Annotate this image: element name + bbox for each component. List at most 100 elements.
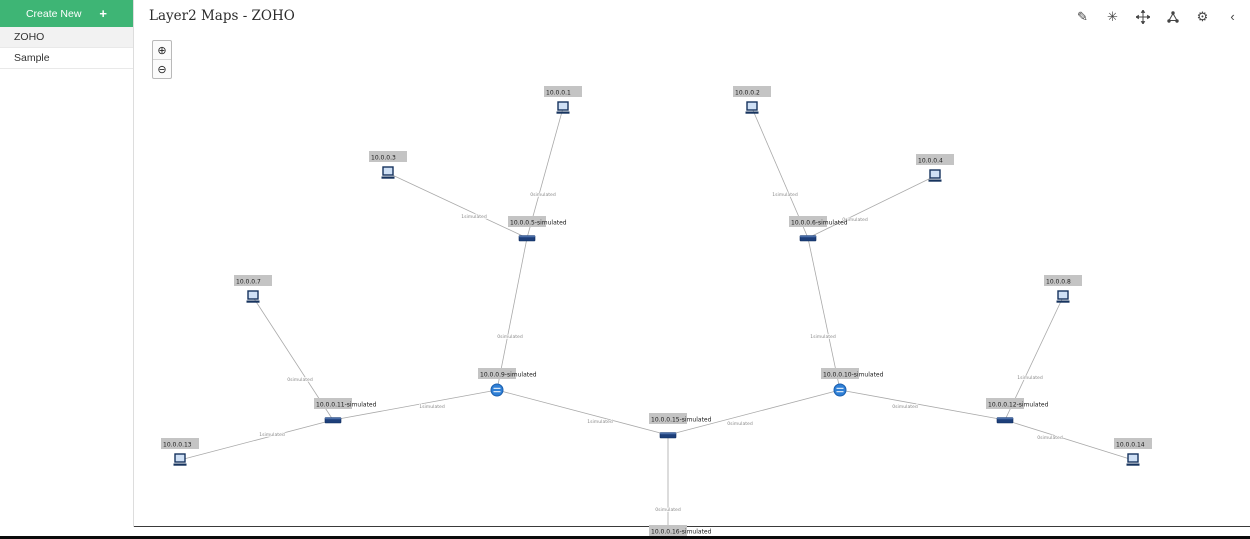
workstation-icon xyxy=(557,101,569,111)
gear-icon[interactable]: ⚙ xyxy=(1196,8,1209,24)
edge-label: 0simulated xyxy=(530,192,556,198)
sidebar-item-zoho[interactable]: ZOHO xyxy=(0,27,133,48)
toolbar: ✎ ✳ xyxy=(1075,8,1240,25)
workstation-icon xyxy=(382,166,394,176)
node-label-box xyxy=(369,151,407,162)
switch-icon-top xyxy=(997,417,1013,420)
topology-edge xyxy=(807,237,841,391)
node-label: 10.0.0.3 xyxy=(371,155,396,162)
edge-label: 0simulated xyxy=(842,217,868,223)
node-label-box xyxy=(649,525,687,536)
workstation-base xyxy=(1126,463,1140,466)
edge-label: 0simulated xyxy=(1037,435,1063,441)
create-new-button[interactable]: Create New + xyxy=(0,0,133,27)
node-label-box xyxy=(1114,438,1152,449)
node-label-box xyxy=(508,216,546,227)
node-label-box xyxy=(234,275,272,286)
topology-edge xyxy=(387,172,528,239)
router-icon xyxy=(490,383,504,397)
topology-node[interactable]: 10.0.0.13 xyxy=(161,438,199,466)
node-label: 10.0.0.11-simulated xyxy=(316,402,377,409)
workstation-base xyxy=(556,111,570,114)
edge-label: 1simulated xyxy=(259,432,285,438)
node-label: 10.0.0.9-simulated xyxy=(480,372,537,379)
topology-node[interactable]: 10.0.0.1 xyxy=(544,86,582,114)
topology-node[interactable]: 10.0.0.6-simulated xyxy=(789,216,848,242)
edge-label: 0simulated xyxy=(727,421,753,427)
node-label: 10.0.0.5-simulated xyxy=(510,220,567,227)
topology-node[interactable]: 10.0.0.11-simulated xyxy=(314,398,377,424)
edge-label: 0simulated xyxy=(287,377,313,383)
workstation-icon xyxy=(746,101,758,111)
topology-node[interactable]: 10.0.0.14 xyxy=(1114,438,1152,466)
workstation-icon xyxy=(174,453,186,463)
switch-icon-top xyxy=(660,432,676,435)
workstation-base xyxy=(1056,300,1070,303)
edge-label: 0simulated xyxy=(892,404,918,410)
topology-node[interactable]: 10.0.0.5-simulated xyxy=(508,216,567,242)
collapse-chevron-icon[interactable]: ‹ xyxy=(1230,9,1235,24)
topology-node[interactable]: 10.0.0.2 xyxy=(733,86,771,114)
workstation-base xyxy=(928,179,942,182)
topology-node[interactable]: 10.0.0.16-simulated xyxy=(649,525,712,539)
node-label-box xyxy=(649,413,687,424)
edge-label: 0simulated xyxy=(655,507,681,513)
node-label-box xyxy=(916,154,954,165)
workstation-base xyxy=(381,176,395,179)
topology-node[interactable]: 10.0.0.9-simulated xyxy=(478,368,537,397)
node-label: 10.0.0.10-simulated xyxy=(823,372,884,379)
workstation-base xyxy=(745,111,759,114)
edge-label: 1simulated xyxy=(1017,375,1043,381)
content-bottom-divider xyxy=(0,526,1250,527)
node-label-box xyxy=(733,86,771,97)
topology-node[interactable]: 10.0.0.12-simulated xyxy=(986,398,1049,424)
topology-node[interactable]: 10.0.0.7 xyxy=(234,275,272,303)
edge-label: 1simulated xyxy=(587,419,613,425)
topology-node[interactable]: 10.0.0.8 xyxy=(1044,275,1082,303)
node-label-box xyxy=(161,438,199,449)
topology-node[interactable]: 10.0.0.3 xyxy=(369,151,407,179)
node-label-box xyxy=(478,368,516,379)
sidebar-item-sample[interactable]: Sample xyxy=(0,48,133,69)
edit-icon[interactable]: ✎ xyxy=(1077,8,1088,24)
edge-label: 1simulated xyxy=(772,192,798,198)
pan-move-icon[interactable] xyxy=(1135,9,1150,24)
rediscover-network-icon[interactable] xyxy=(1165,9,1180,24)
create-new-label: Create New xyxy=(25,7,82,20)
switch-icon-top xyxy=(519,235,535,238)
node-label: 10.0.0.4 xyxy=(918,158,943,165)
node-label: 10.0.0.1 xyxy=(546,90,571,97)
node-label-box xyxy=(986,398,1024,409)
node-label-box xyxy=(314,398,352,409)
zoom-panel: ⊕ ⊖ xyxy=(152,40,172,79)
topology-node[interactable]: 10.0.0.4 xyxy=(916,154,954,182)
node-label: 10.0.0.7 xyxy=(236,279,261,286)
switch-icon-top xyxy=(325,417,341,420)
topology-node[interactable]: 10.0.0.15-simulated xyxy=(649,413,712,439)
router-icon xyxy=(833,383,847,397)
edge-label: 1simulated xyxy=(419,404,445,410)
topology-edge xyxy=(839,389,1006,421)
node-label: 10.0.0.16-simulated xyxy=(651,529,712,536)
topology-node[interactable]: 10.0.0.10-simulated xyxy=(821,368,884,397)
node-label: 10.0.0.13 xyxy=(163,442,192,449)
node-label: 10.0.0.14 xyxy=(1116,442,1145,449)
zoom-in-button[interactable]: ⊕ xyxy=(157,44,167,57)
workstation-icon xyxy=(247,290,259,300)
workstation-base xyxy=(246,300,260,303)
workstation-base xyxy=(173,463,187,466)
topology-edge xyxy=(496,237,528,391)
node-label: 10.0.0.2 xyxy=(735,90,760,97)
node-label: 10.0.0.6-simulated xyxy=(791,220,848,227)
topology-edge xyxy=(332,389,498,421)
page-title: Layer2 Maps - ZOHO xyxy=(149,8,295,24)
auto-arrange-icon[interactable]: ✳ xyxy=(1107,8,1118,24)
workstation-icon xyxy=(1127,453,1139,463)
zoom-out-button[interactable]: ⊖ xyxy=(153,59,171,78)
window-bottom-bar xyxy=(0,536,1250,539)
node-label-box xyxy=(1044,275,1082,286)
topology-edge xyxy=(807,175,936,239)
